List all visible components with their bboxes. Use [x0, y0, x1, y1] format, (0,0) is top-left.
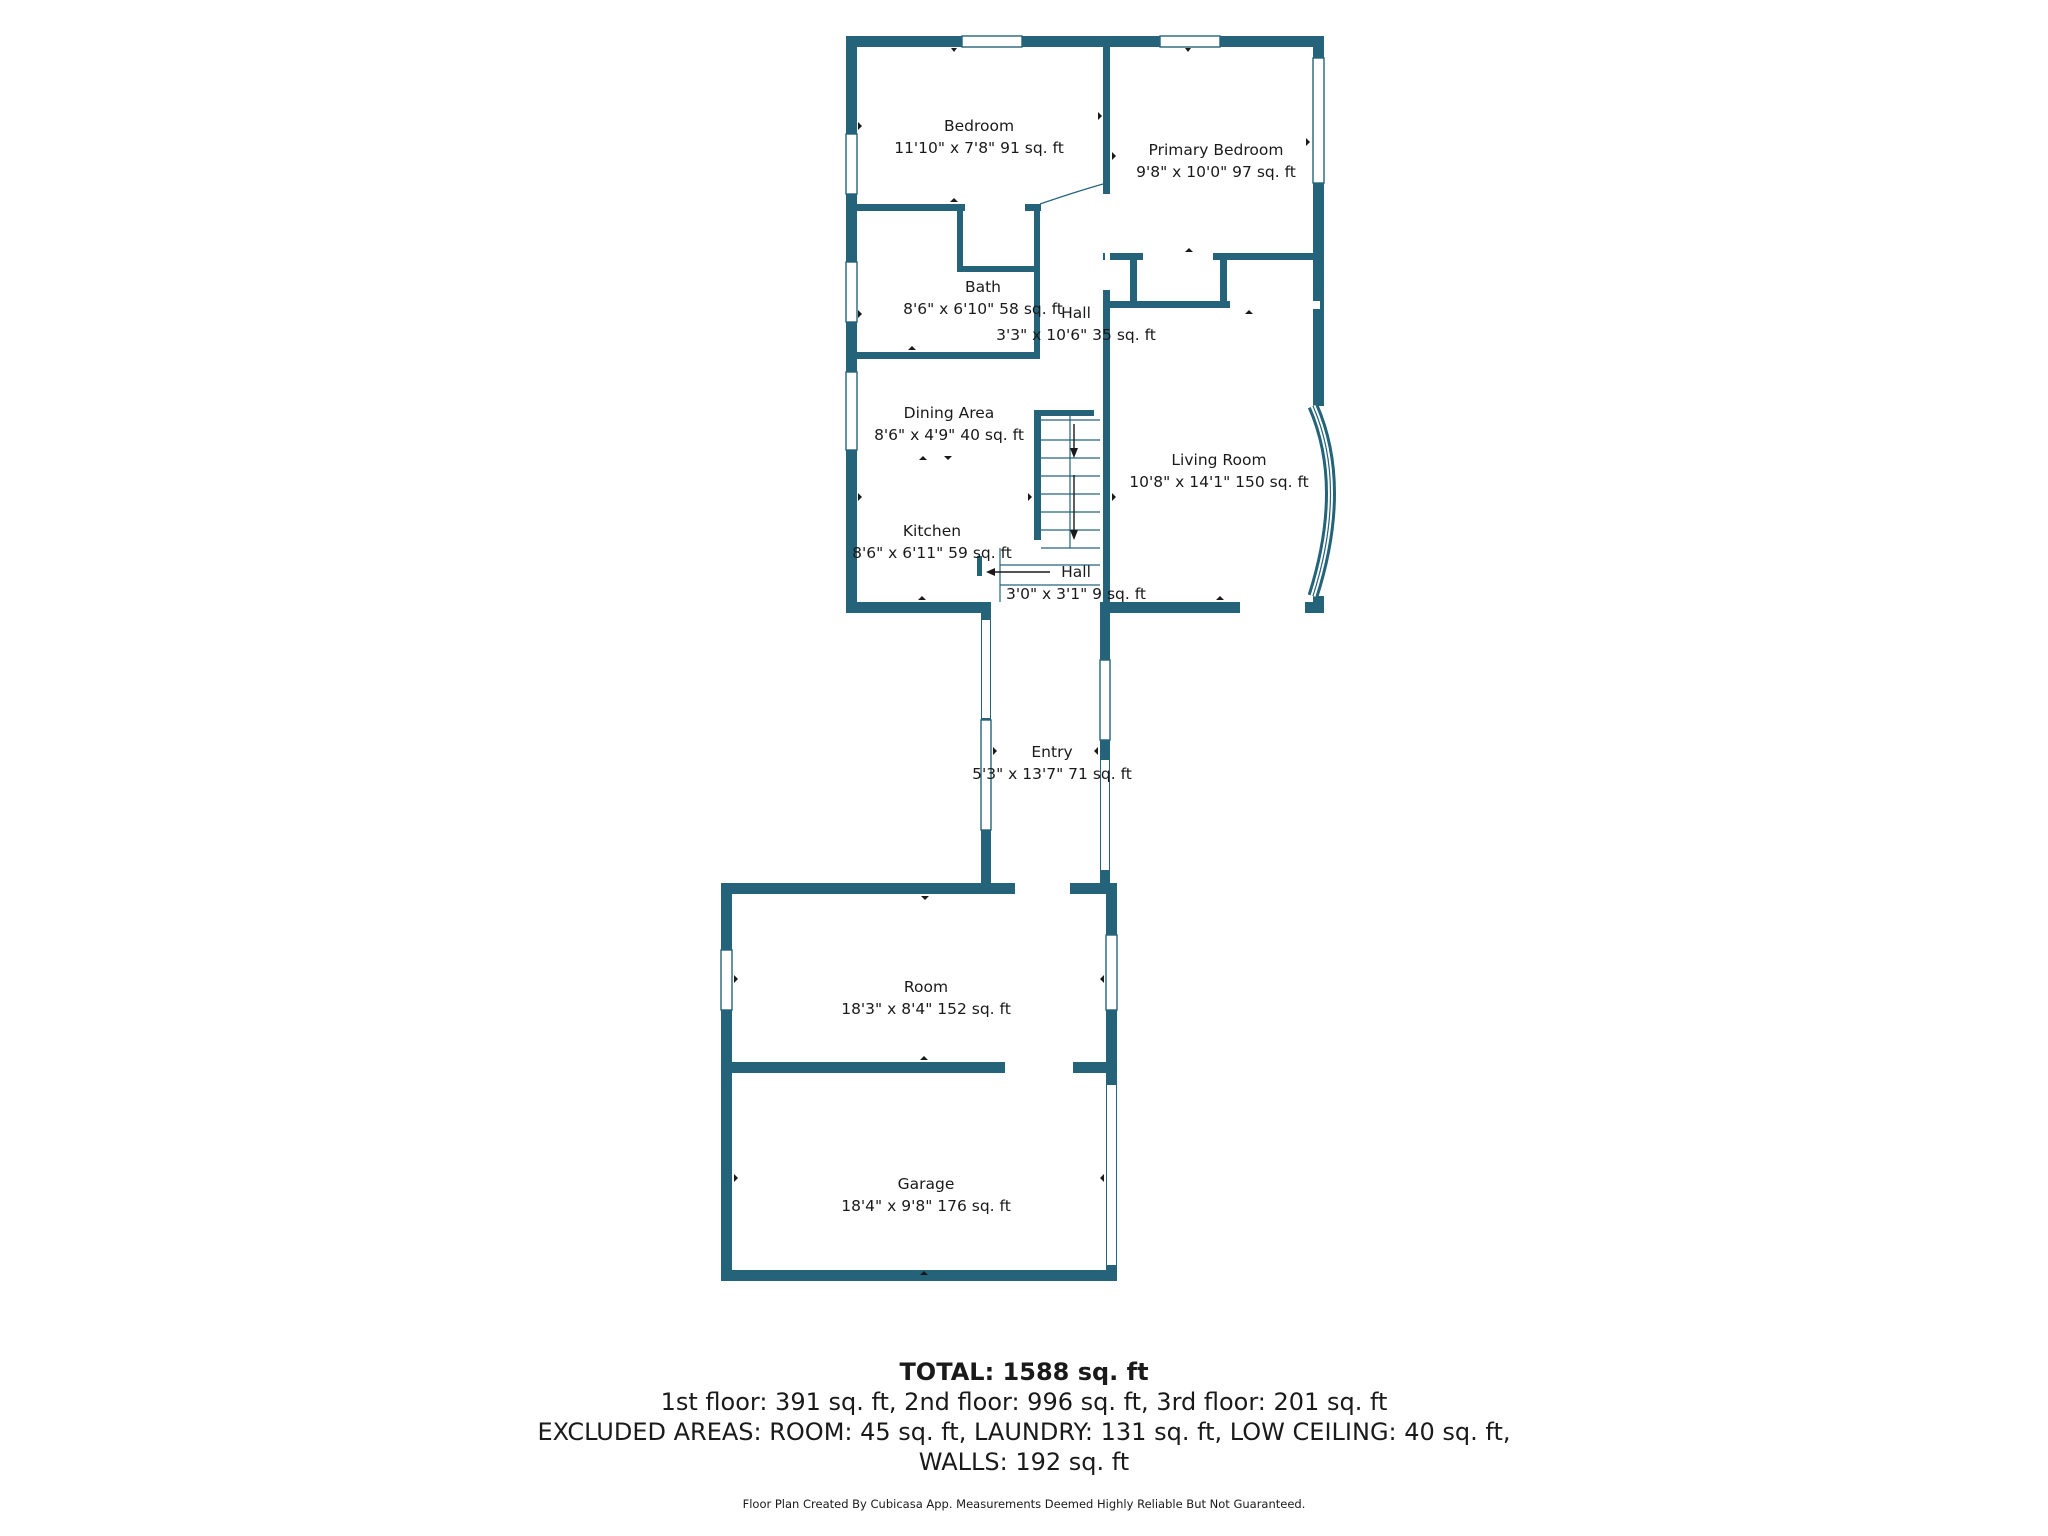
walls — [721, 36, 1324, 1281]
door-openings — [965, 183, 1320, 1265]
label-room-name: Room — [904, 978, 948, 996]
label-garage-name: Garage — [898, 1175, 955, 1193]
label-primary-bedroom-dims: 9'8" x 10'0" 97 sq. ft — [1136, 163, 1296, 181]
label-kitchen-name: Kitchen — [903, 522, 961, 540]
disclaimer: Floor Plan Created By Cubicasa App. Meas… — [742, 1497, 1306, 1511]
label-bedroom-dims: 11'10" x 7'8" 91 sq. ft — [894, 139, 1064, 157]
label-living-room-name: Living Room — [1171, 451, 1266, 469]
windows — [720, 35, 1336, 1011]
area-summary: TOTAL: 1588 sq. ft 1st floor: 391 sq. ft… — [0, 1357, 2048, 1477]
walls-area: WALLS: 192 sq. ft — [918, 1448, 1130, 1476]
total-area: TOTAL: 1588 sq. ft — [899, 1358, 1149, 1386]
dimension-ticks — [734, 48, 1310, 1275]
label-hall-lower-dims: 3'0" x 3'1" 9 sq. ft — [1006, 585, 1146, 603]
label-dining-area-name: Dining Area — [904, 404, 995, 422]
staircase — [986, 416, 1100, 602]
excluded-areas: EXCLUDED AREAS: ROOM: 45 sq. ft, LAUNDRY… — [537, 1418, 1511, 1446]
label-hall-lower-name: Hall — [1061, 563, 1091, 581]
label-entry-name: Entry — [1031, 743, 1072, 761]
label-primary-bedroom-name: Primary Bedroom — [1149, 141, 1284, 159]
label-bath-dims: 8'6" x 6'10" 58 sq. ft — [903, 300, 1063, 318]
floor-areas: 1st floor: 391 sq. ft, 2nd floor: 996 sq… — [660, 1388, 1388, 1416]
label-bedroom-name: Bedroom — [944, 117, 1014, 135]
label-entry-dims: 5'3" x 13'7" 71 sq. ft — [972, 765, 1132, 783]
label-room-dims: 18'3" x 8'4" 152 sq. ft — [841, 1000, 1011, 1018]
label-hall-upper-name: Hall — [1061, 304, 1091, 322]
label-living-room-dims: 10'8" x 14'1" 150 sq. ft — [1129, 473, 1308, 491]
label-hall-upper-dims: 3'3" x 10'6" 35 sq. ft — [996, 326, 1156, 344]
label-dining-area-dims: 8'6" x 4'9" 40 sq. ft — [874, 426, 1024, 444]
label-garage-dims: 18'4" x 9'8" 176 sq. ft — [841, 1197, 1011, 1215]
label-bath-name: Bath — [965, 278, 1001, 296]
room-labels: Bedroom 11'10" x 7'8" 91 sq. ft Primary … — [841, 117, 1309, 1215]
label-kitchen-dims: 8'6" x 6'11" 59 sq. ft — [852, 544, 1012, 562]
